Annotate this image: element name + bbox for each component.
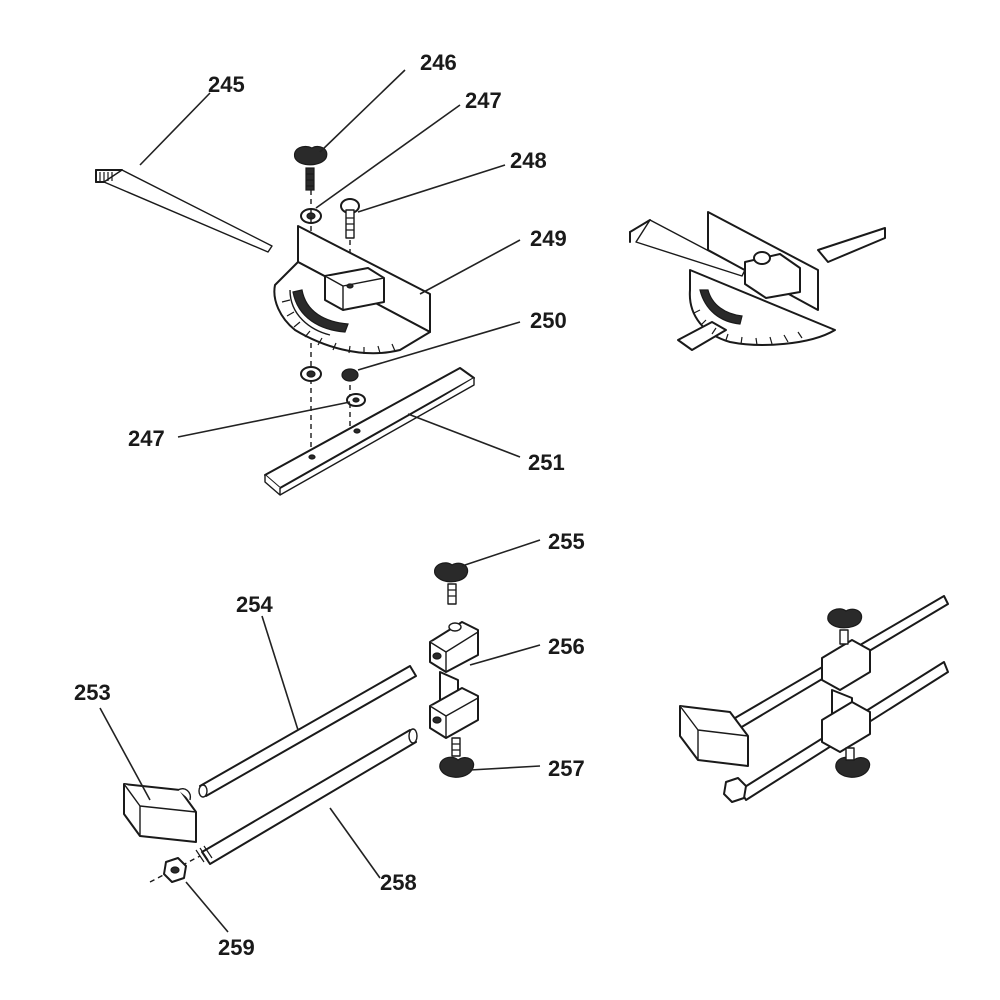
gauge-body-249 — [273, 225, 431, 355]
pin-248 — [340, 198, 360, 239]
knob-255 — [434, 562, 469, 605]
miter-gauge-exploded — [95, 145, 475, 496]
callout-258: 258 — [380, 870, 417, 895]
callout-248: 248 — [510, 148, 547, 173]
rod-254 — [198, 665, 417, 798]
callout-247-bottom: 247 — [128, 426, 165, 451]
stop-rod-assembled — [679, 595, 949, 803]
miter-gauge-assembled — [629, 211, 886, 351]
nut-259 — [149, 855, 201, 883]
callout-246: 246 — [420, 50, 457, 75]
callout-253: 253 — [74, 680, 111, 705]
callout-259: 259 — [218, 935, 255, 960]
callout-254: 254 — [236, 592, 273, 617]
callout-251: 251 — [528, 450, 565, 475]
callout-245: 245 — [208, 72, 245, 97]
callout-250: 250 — [530, 308, 567, 333]
miter-bar-251 — [264, 367, 475, 496]
screw-250 — [300, 366, 359, 382]
clamp-block-256 — [429, 621, 479, 739]
callout-labels: 245 246 247 248 249 250 247 251 255 254 … — [74, 50, 585, 960]
leader-lines — [99, 69, 541, 933]
knob-246 — [293, 145, 328, 191]
callout-249: 249 — [530, 226, 567, 251]
knob-257 — [439, 737, 475, 778]
stop-rod-exploded — [123, 562, 479, 883]
callout-255: 255 — [548, 529, 585, 554]
stop-block-253 — [123, 783, 197, 843]
callout-256: 256 — [548, 634, 585, 659]
callout-257: 257 — [548, 756, 585, 781]
pointer-rod-245 — [95, 169, 273, 253]
callout-247-top: 247 — [465, 88, 502, 113]
rod-258 — [195, 728, 418, 865]
